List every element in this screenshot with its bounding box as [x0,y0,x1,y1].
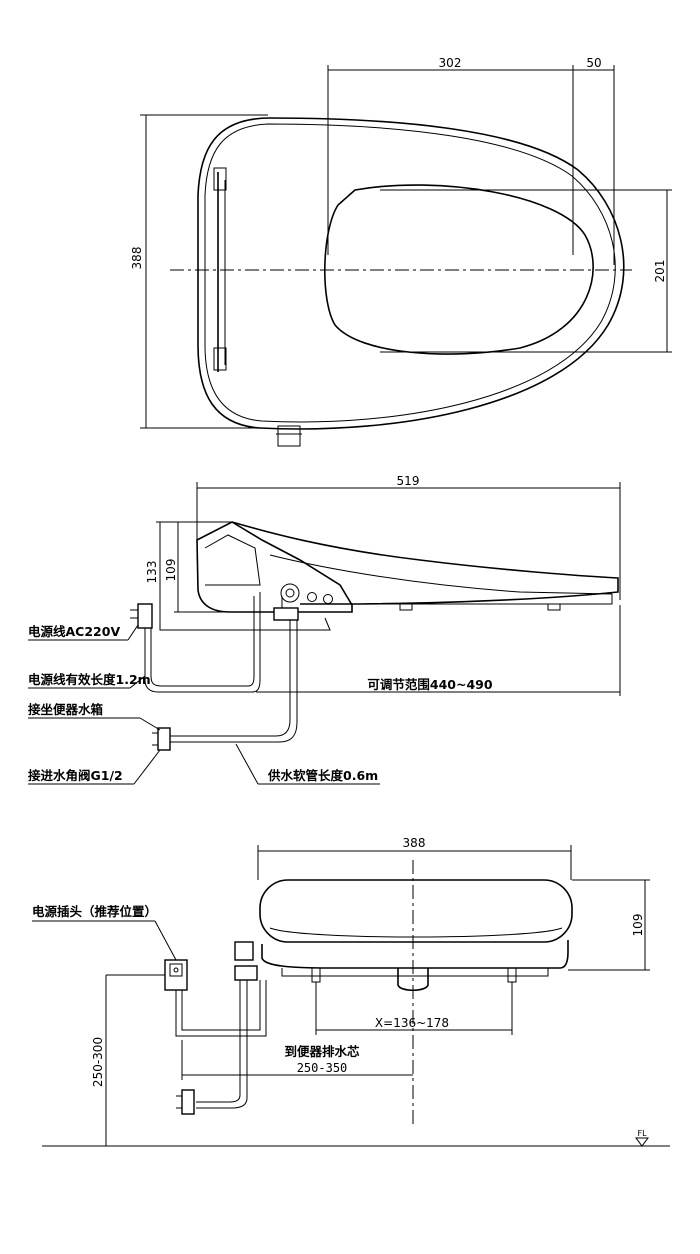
front-hose-a [196,980,241,1103]
side-body-inner [204,534,261,586]
side-inlet-valve [157,727,171,751]
label-plug: 电源插头（推荐位置） [32,904,157,919]
leader-cord-length-b [129,675,146,689]
side-button-b [323,594,333,604]
label-power-cord: 电源线AC220V [28,624,120,639]
seat-outer-outline [197,117,625,430]
side-water-hose [170,615,291,737]
dim-plug-label: 250-300 [91,1037,105,1087]
side-power-plug [137,603,153,629]
dim-50-label: 50 [586,56,601,70]
front-hose-b [196,980,248,1109]
side-seat-bottom [355,594,613,605]
label-adjust-range: 可调节范围440~490 [367,677,492,692]
front-inlet-valve [181,1089,195,1115]
leader-inlet-b [133,749,161,785]
front-inlet-fitting [234,941,254,961]
front-plug-hole [173,967,179,973]
leader-hose-b [235,743,259,785]
label-x-range: X=136~178 [375,1016,449,1030]
top-connector [277,425,301,447]
side-knob-inner [285,588,295,598]
leader-plug-b [154,920,177,961]
hinge-cap-bottom [213,347,227,371]
front-foot-left [311,967,321,983]
label-drain: 到便器排水芯 [284,1044,360,1059]
label-inlet-valve: 接进水角阀G1/2 [28,768,123,783]
side-hose-connector [273,607,299,621]
side-power-cord [144,592,261,693]
dim-388-label: 388 [130,247,144,270]
front-view: 388 109 X=136~178 [32,836,670,1147]
label-tank: 接坐便器水箱 [28,702,104,717]
label-cord-length: 电源线有效长度1.2m [28,672,151,687]
front-foot-right [507,967,517,983]
top-view: 302 50 388 201 [130,56,672,447]
dim-drain-label: 250-350 [297,1061,348,1075]
front-lid-inner [269,927,563,938]
floor-label: FL [637,1129,647,1138]
floor-triangle-icon [635,1137,649,1147]
dim-front-388-label: 388 [403,836,426,850]
side-seat [269,554,613,595]
side-water-hose-2 [170,615,298,743]
front-power-plug-face [169,963,183,977]
front-inlet-nut [234,965,258,981]
seat-inner-outline [204,123,616,423]
side-view: 519 133 109 [28,474,621,785]
dim-133-label: 133 [145,561,159,584]
side-toilet-rim [159,521,331,631]
side-lid [231,521,619,605]
front-cord-b [181,980,261,1031]
front-seat [261,940,569,969]
dim-519-label: 519 [397,474,420,488]
front-lid [259,879,573,943]
leader-power-cord-b [127,624,139,641]
leader-tank-b [139,717,161,731]
dim-front-109-label: 109 [631,914,645,937]
dim-302-label: 302 [439,56,462,70]
dim-201-label: 201 [653,260,667,283]
side-foot-b [547,603,561,611]
label-hose: 供水软管长度0.6m [267,768,378,783]
side-power-cord-2 [150,596,255,687]
front-base [281,968,549,977]
dim-109-label: 109 [164,559,178,582]
side-knob-outer [280,583,300,603]
hinge-cap-top [213,167,227,191]
side-foot-a [399,603,413,611]
side-button-a [307,592,317,602]
front-cord-a [175,980,267,1037]
seat-opening [324,184,594,355]
side-body [196,521,353,613]
